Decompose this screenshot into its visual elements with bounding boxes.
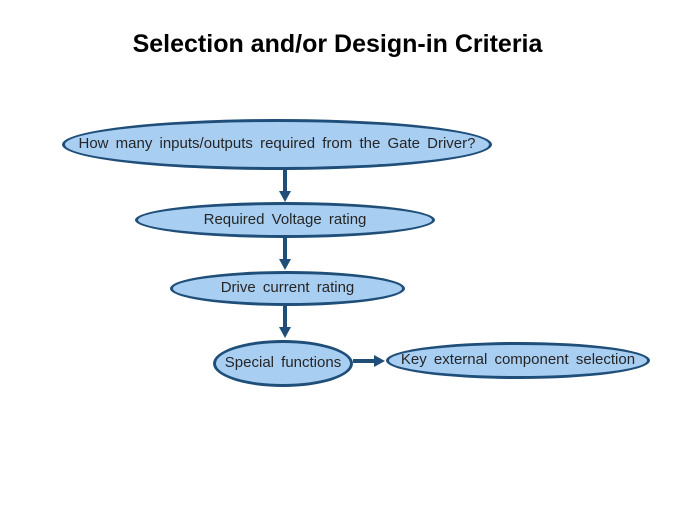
flow-node-key-external-component-selection: Key external component selection <box>386 342 650 379</box>
flow-node-special-functions: Special functions <box>213 340 353 387</box>
flow-node-label: Drive current rating <box>220 279 355 297</box>
flow-node-drive-current-rating: Drive current rating <box>170 271 405 306</box>
flow-node-inputs-outputs: How many inputs/outputs required from th… <box>62 119 492 170</box>
arrow-right-special-to-external <box>353 355 385 367</box>
flow-node-label: Special functions <box>224 354 342 372</box>
arrow-down-voltage-to-current <box>279 238 291 270</box>
arrow-down-current-to-special <box>279 306 291 338</box>
flow-node-label: Key external component selection <box>400 351 636 369</box>
flow-node-voltage-rating: Required Voltage rating <box>135 202 435 238</box>
flow-node-label: How many inputs/outputs required from th… <box>78 135 476 153</box>
arrow-down-io-to-voltage <box>279 170 291 202</box>
flow-node-label: Required Voltage rating <box>203 210 367 228</box>
slide-title: Selection and/or Design-in Criteria <box>132 30 543 58</box>
